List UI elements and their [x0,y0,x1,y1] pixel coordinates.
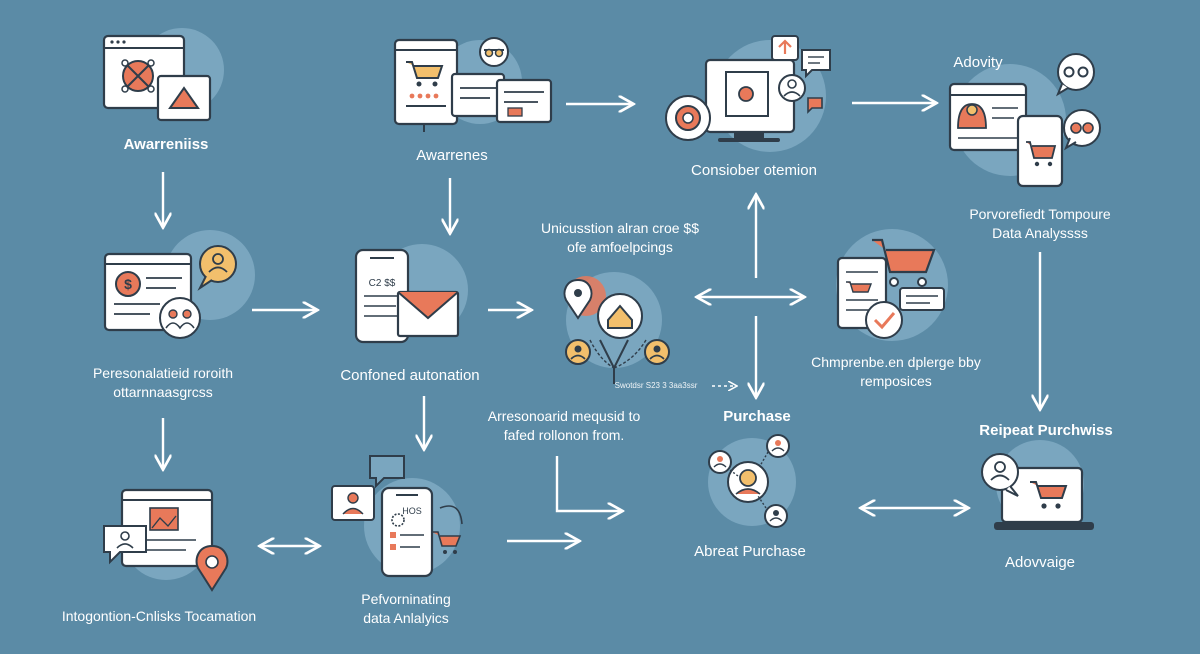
location-pin-icon [195,544,229,592]
label-advocity: Adovity [953,54,1003,71]
node-awareness-2 [393,37,553,132]
user-chat-icon [778,74,806,102]
label-awareness-2: Awarrenes [416,147,488,164]
label-perf-bottom-line1: Pefvorninating [361,591,451,607]
label-purchase: Purchase [723,408,791,425]
label-perf-top-right-line2: Data Analyssss [992,224,1088,241]
label-abreat-purchase: Abreat Purchase [694,543,806,560]
user-bubble-icon [197,245,237,291]
label-comprehend: Chmprenbe.en dplerge bby remposices [811,353,981,391]
envelope-icon [396,290,460,338]
label-unicussion: Unicusstion alran croe $$ ofe amfoelpcin… [541,219,699,257]
label-comprehend-line1: Chmprenbe.en dplerge bby [811,354,981,370]
node-comprehend [836,229,948,341]
label-comprehend-line2: remposices [860,372,932,389]
label-confoned: Confoned autonation [340,367,480,384]
label-perf-top-right-line1: Porvorefiedt Tompoure [969,206,1111,222]
node-personalized: $ [103,230,255,339]
label-perf-top-right: Porvorefiedt Tompoure Data Analyssss [969,205,1110,243]
label-arresonoarid: Arresonoarid mequsid to fafed rollonon f… [488,407,641,445]
label-personalized-line1: Peresonalatieid roroith [92,365,234,381]
svg-text:$: $ [124,276,132,292]
node-integration [103,488,229,592]
label-personalized-line2: ottarnnaasgrcss [113,383,213,400]
node-advocity [948,53,1101,188]
phone-badge-text: C2 $$ [369,278,396,289]
label-adovvaige: Adovvaige [1004,554,1076,571]
label-arresonoarid-line1: Arresonoarid mequsid to [487,408,641,424]
label-unicussion-line1: Unicusstion alran croe $$ [541,220,699,236]
label-arresonoarid-line2: fafed rollonon from. [503,426,625,443]
label-unicussion-line2: ofe amfoelpcings [567,238,673,255]
map-pin-icon [563,278,593,320]
node-adovvaige [981,440,1094,530]
glasses-bubble-icon [1055,53,1095,97]
user-photo-icon [331,485,375,521]
label-perf-bottom-line2: data Anlalyics [363,609,449,626]
node-confoned: C2 $$ [354,244,468,344]
check-circle-icon [865,301,903,339]
phone-badge-text: HOS [402,506,422,516]
shopping-cart-large-icon [872,238,936,287]
arrow-elbow [555,456,621,511]
node-unicussion [563,272,670,384]
user-node-right-icon [644,339,670,365]
label-repeat-purchase: Reipeat Purchwiss [979,422,1113,439]
label-consideration: Consiober otemion [691,162,817,179]
user-node-top-left-icon [708,450,732,474]
label-unicussion-tiny: Swotdsr S23 3 3aa3ssr [614,381,698,390]
user-node-top-right-icon [766,434,790,458]
connector-arrows [163,103,1040,546]
glasses-chat-icon [479,37,509,67]
target-dial-icon [665,95,711,141]
target-icon [121,59,155,93]
label-perf-bottom: Pefvorninating data Anlalyics [361,590,451,628]
user-bubble-icon [103,525,147,565]
home-circle-icon [597,293,643,339]
people-circle-icon [159,297,201,339]
node-consideration [665,35,831,152]
upload-chat-icon [771,35,799,61]
arrow-up-icon [168,86,200,109]
shopping-cart-icon [406,61,444,87]
user-bubble-icon [981,453,1019,497]
node-abreat-purchase [708,434,796,528]
label-awareness-1: Awarreniiss [123,136,209,153]
user-node-bottom-right-icon [764,504,788,528]
label-personalized: Peresonalatieid roroith ottarnnaasgrcss [93,364,233,402]
label-integration: Intogontion-Cnlisks Tocamation [61,608,257,624]
infinity-bubble-icon [1063,109,1101,151]
chat-bubble-icon [369,455,405,489]
dollar-icon: $ [115,271,141,297]
user-node-left-icon [565,339,591,365]
node-awareness-1 [102,28,224,122]
node-perf-bottom: HOS [331,455,463,578]
